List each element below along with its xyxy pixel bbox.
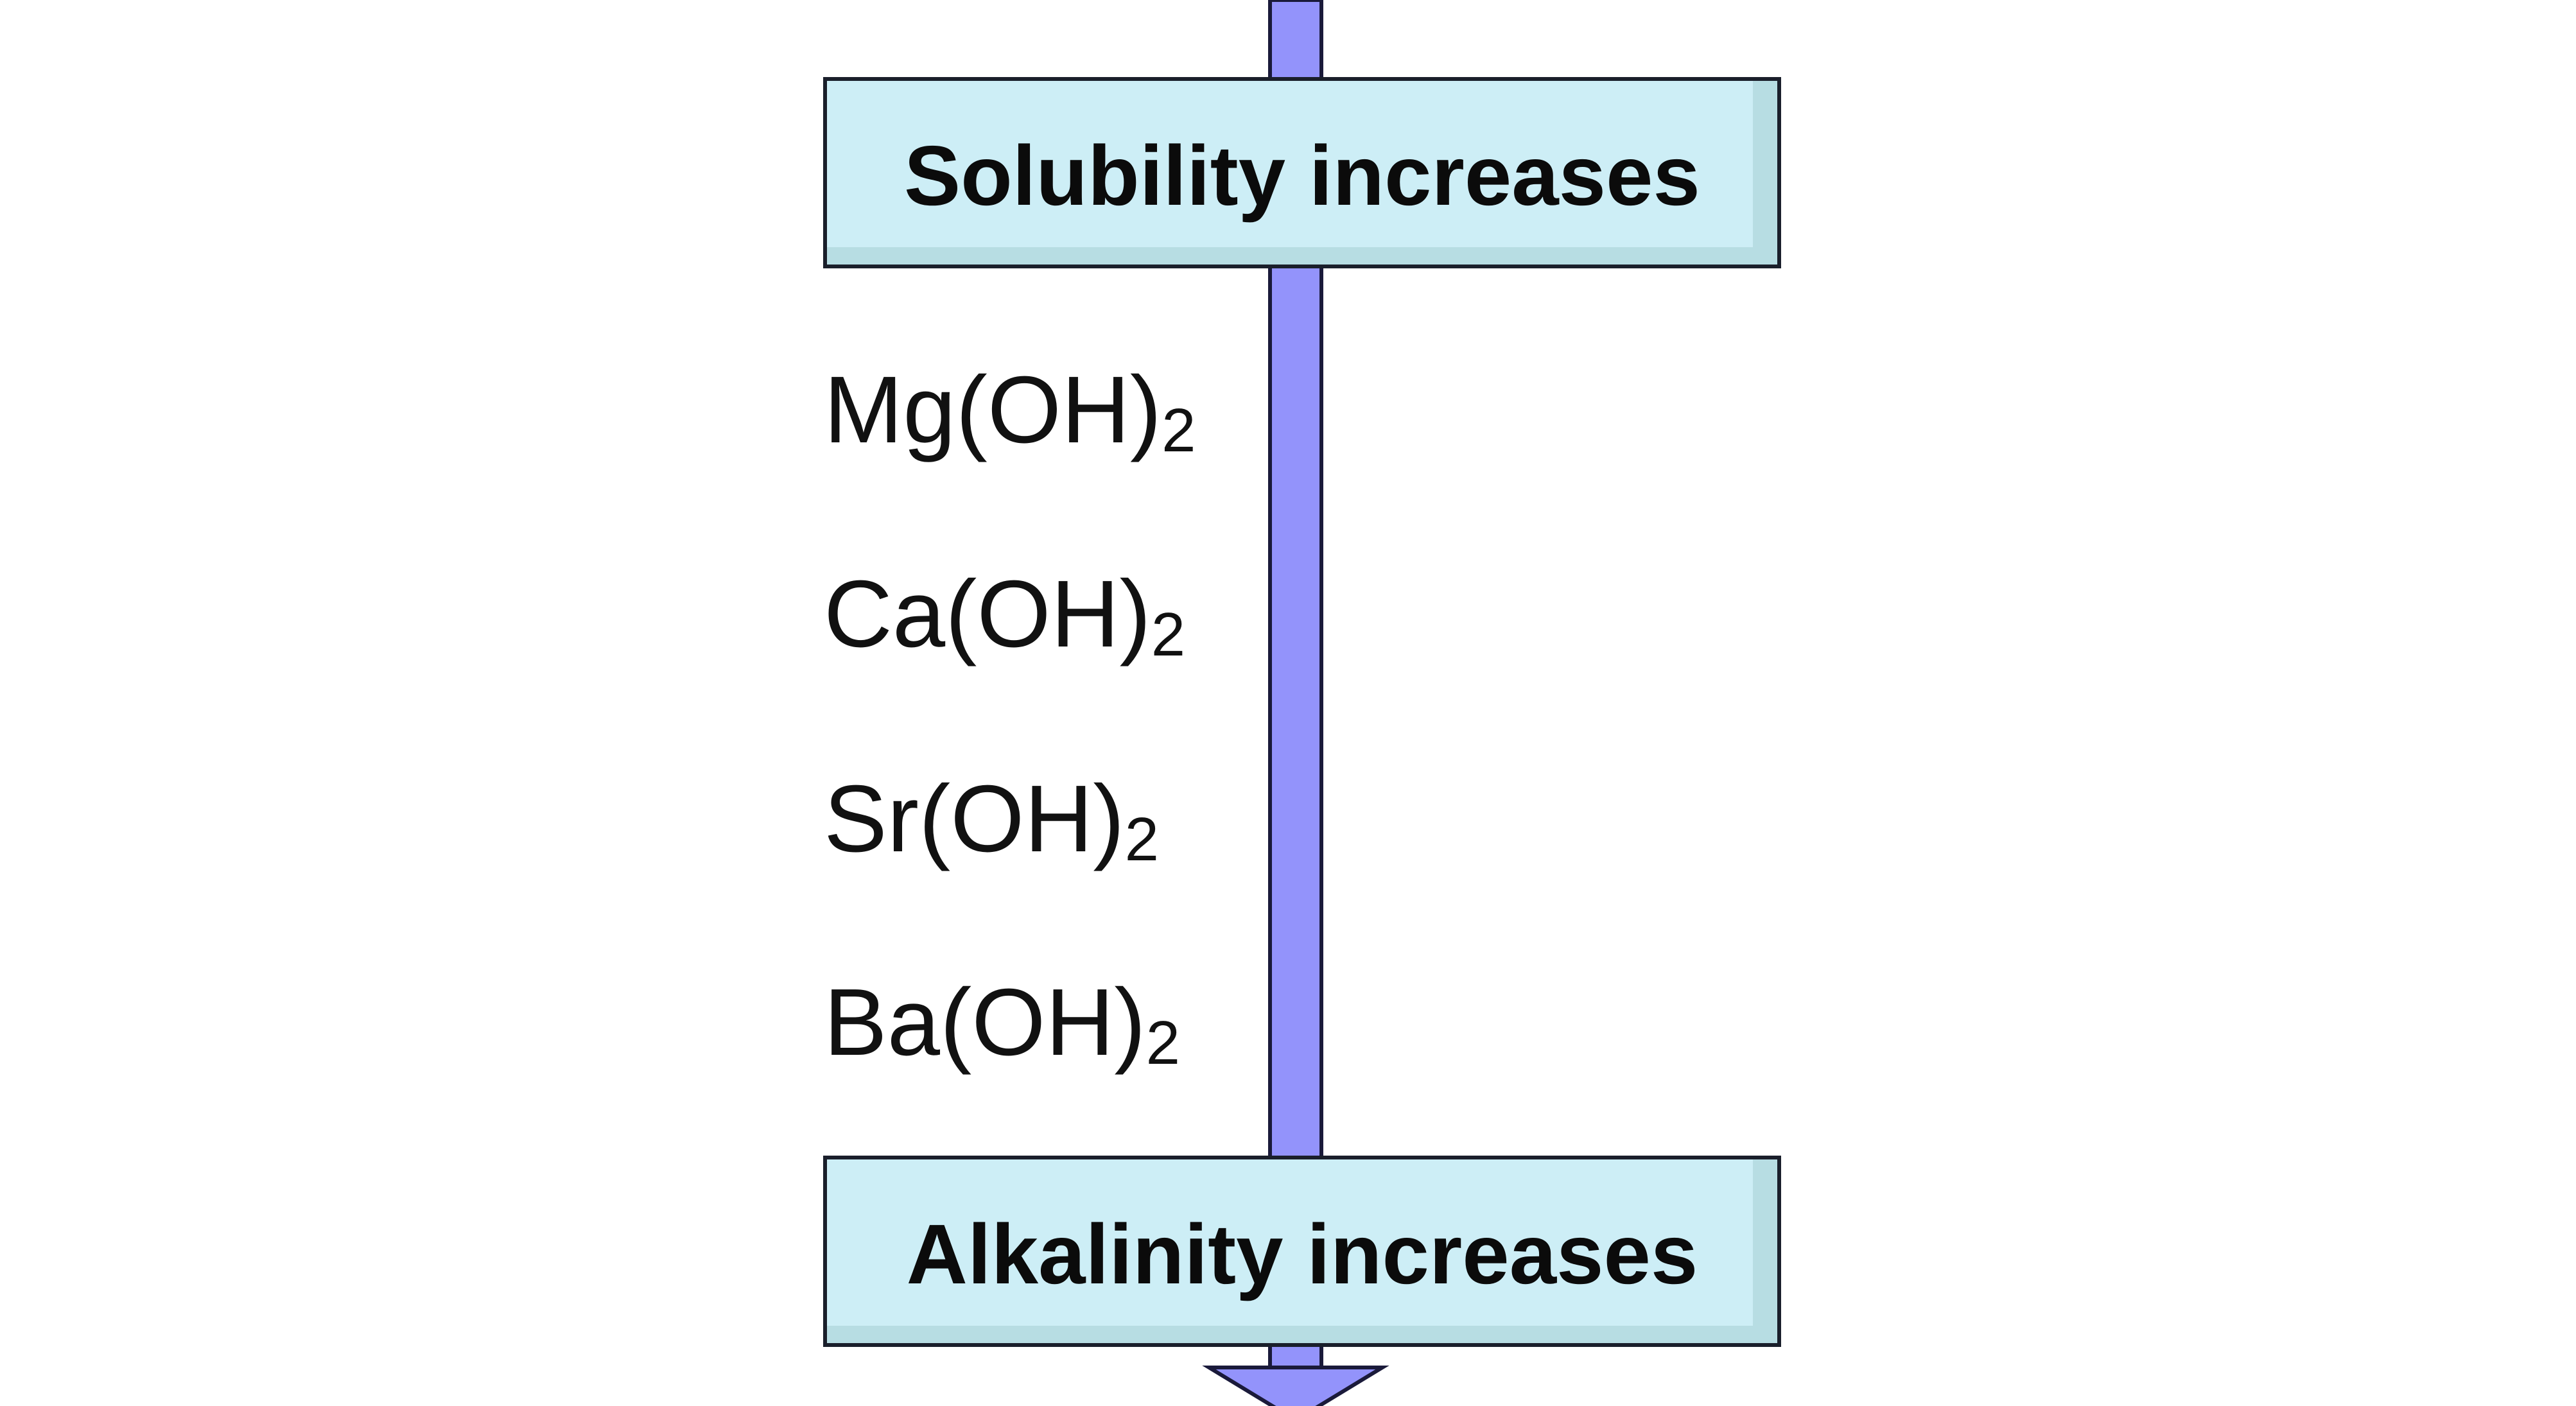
compound-list: Mg(OH)2 Ca(OH)2 Sr(OH)2 Ba(OH)2 [824,357,1196,1077]
compound-ca-oh2: Ca(OH)2 [824,561,1185,669]
top-label-text: Solubility increases [904,128,1700,223]
top-label-box: Solubility increases [823,77,1781,268]
compound-mg-oh2: Mg(OH)2 [824,357,1196,465]
compound-sr-oh2: Sr(OH)2 [824,766,1159,874]
bottom-label-box: Alkalinity increases [823,1156,1781,1347]
bottom-label-text: Alkalinity increases [907,1207,1698,1301]
compound-ba-oh2: Ba(OH)2 [824,969,1180,1077]
arrow-head-down [1202,1366,1389,1406]
